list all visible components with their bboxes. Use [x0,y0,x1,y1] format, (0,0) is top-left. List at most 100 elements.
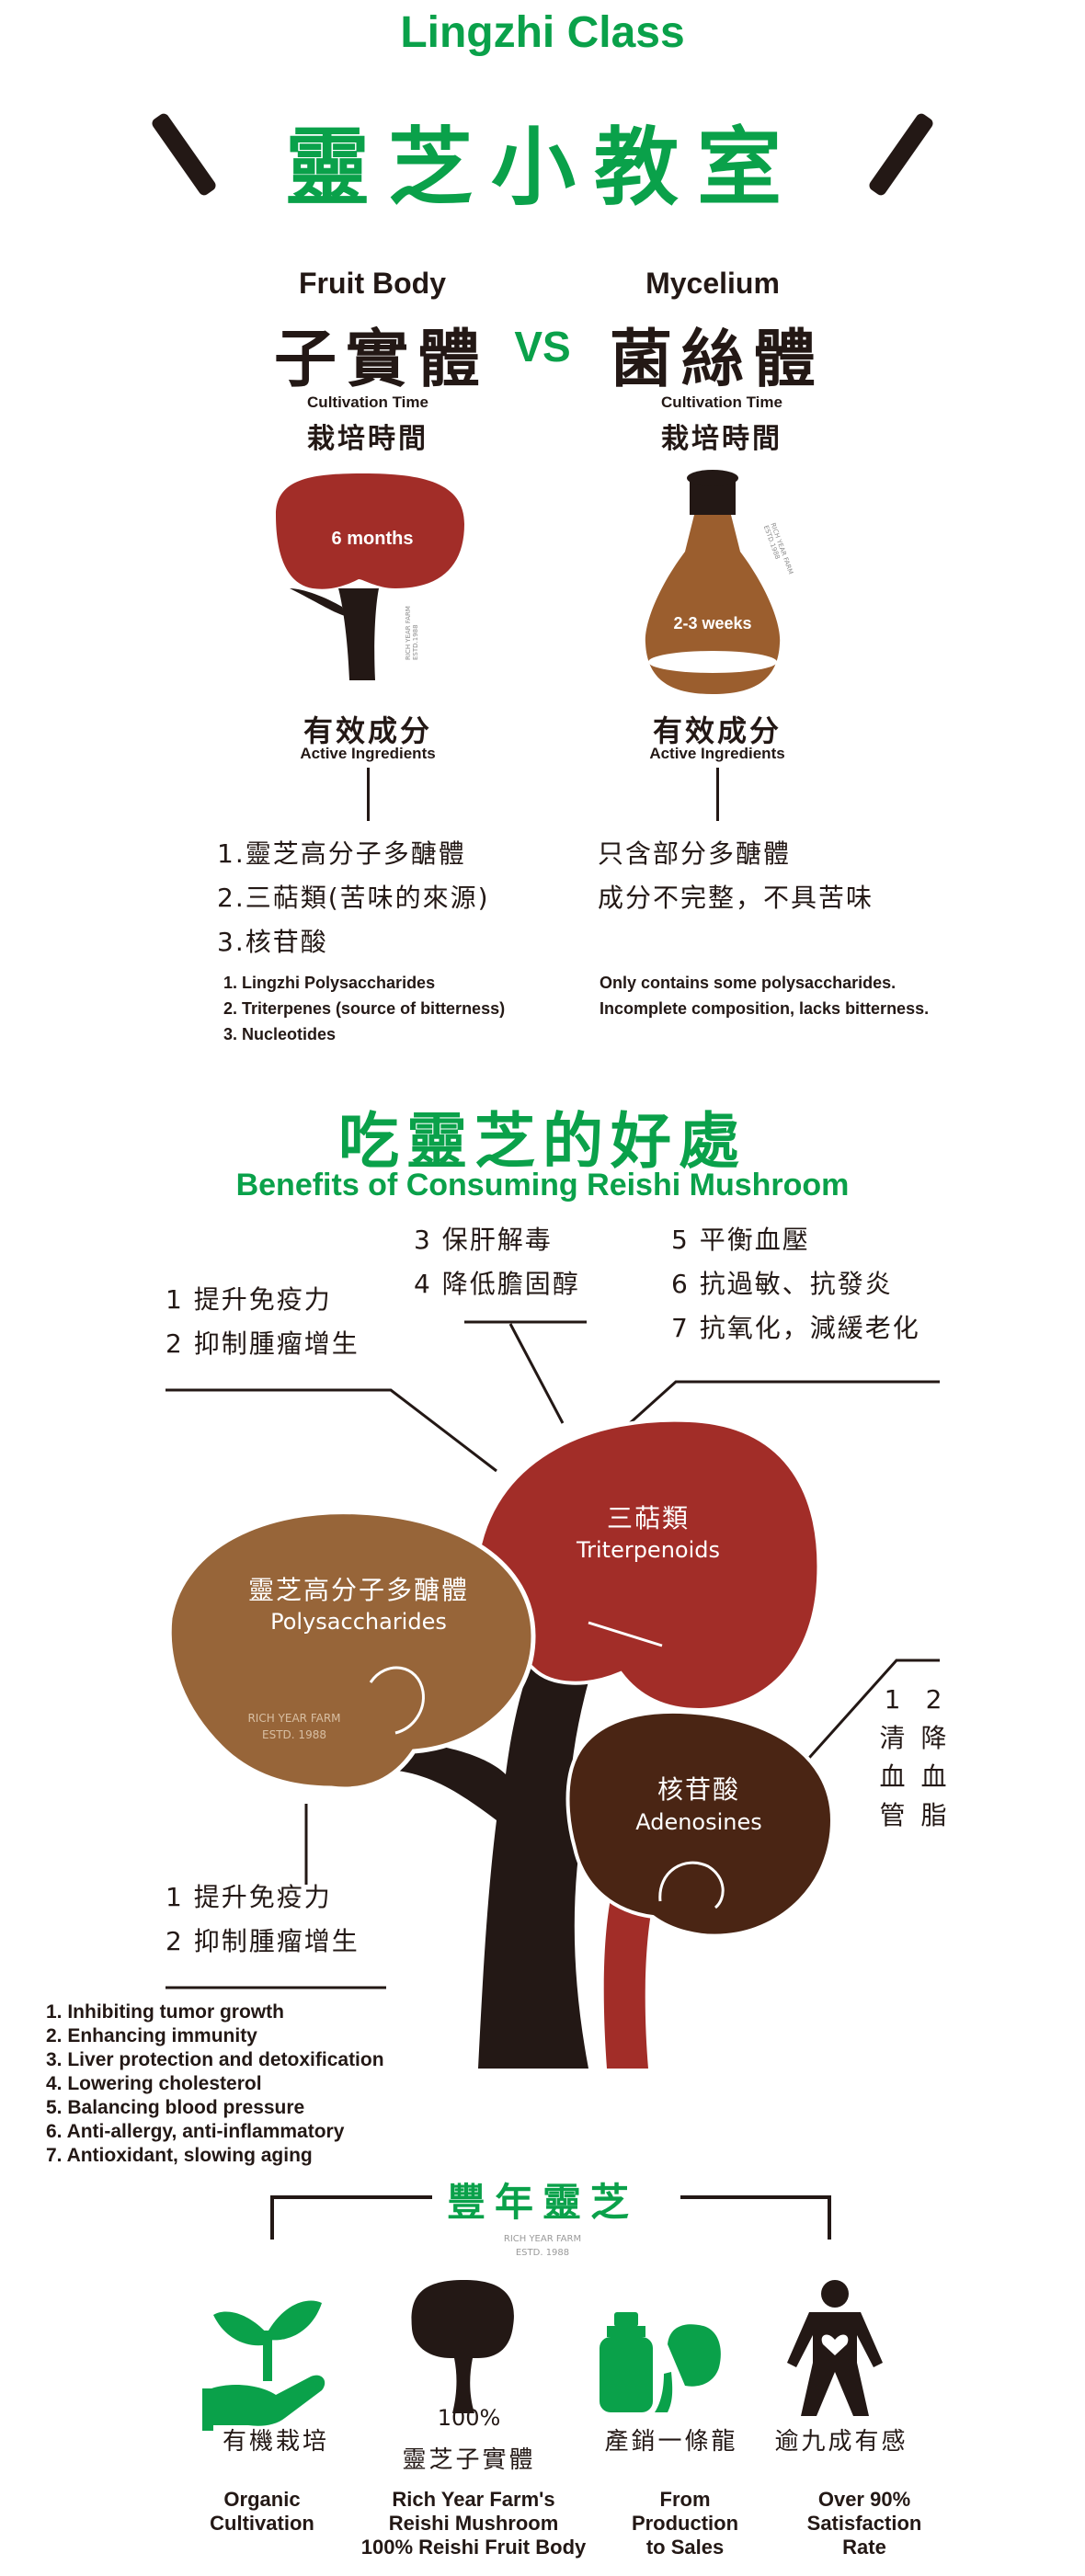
feature-text-line: 100% Reishi Fruit Body [360,2536,587,2559]
feature-text-line: to Sales [645,2536,725,2559]
feature-satisfaction-en: Over 90% Satisfaction Rate [772,2488,956,2559]
benefit-connector-lines [166,1320,940,1989]
mycelium-active-en: Active Ingredients [649,745,785,762]
mycelium-cultivation-time-en: Cultivation Time [661,393,782,411]
feature-text-line: Cultivation [210,2512,314,2535]
feature-fruit-percent: 100% [437,2405,501,2431]
list-item: 6 抗過敏、抗發炎 [671,1269,893,1299]
feature-organic-en: Organic Cultivation [170,2488,354,2536]
fruit-connector-line [367,768,370,821]
feature-production-en: From Production to Sales [598,2488,772,2559]
brand-bracket-right-h [680,2195,831,2199]
list-item: 3. Nucleotides [223,1025,337,1043]
fruit-active-en: Active Ingredients [300,745,436,762]
mycelium-active-cn: 有效成分 [652,713,782,748]
list-item: 7 抗氧化，減緩老化 [671,1313,920,1343]
brand-bracket-right-v [828,2195,831,2240]
feature-fruit-cn: 靈芝子實體 [402,2446,536,2474]
benefit-group-bottom-left: 1 提升免疫力 2 抑制腫瘤增生 [166,1875,460,1964]
list-item: 成分不完整，不具苦味 [598,883,874,913]
benefits-english-list: 1. Inhibiting tumor growth 2. Enhancing … [46,2000,524,2168]
feature-text-line: Production [631,2512,739,2535]
list-item: 7. Antioxidant, slowing aging [46,2145,313,2166]
list-item: 3.核苷酸 [217,927,328,957]
feature-text-line: Over 90% [817,2488,911,2511]
list-item: 1 [884,1684,901,1715]
benefit-group-top-left: 1 提升免疫力 2 抑制腫瘤增生 [166,1278,460,1366]
feature-text-line: Rate [842,2536,886,2559]
adenosines-cap [565,1709,835,1938]
benefit-group-top-middle: 3 保肝解毒 4 降低膽固醇 [414,1218,653,1306]
list-item: 脂 [920,1800,947,1830]
list-item: 2 抑制腫瘤增生 [166,1926,360,1956]
adenosines-label-en: Adenosines [635,1809,762,1835]
list-item: 1 提升免疫力 [166,1284,332,1315]
organic-sprout-icon [202,2300,326,2431]
adenosines-label-cn: 核苷酸 [657,1774,740,1805]
list-item: Only contains some polysaccharides. [600,974,897,992]
mycelium-ingredients-en: Only contains some polysaccharides. Inco… [600,970,1078,1021]
benefits-watermark-line2: ESTD. 1988 [262,1728,326,1741]
polysaccharides-cap [166,1510,536,1792]
mycelium-flask-icon [645,470,781,694]
bottle-mushroom-icon [600,2312,721,2412]
feature-text-line: Rich Year Farm's [392,2488,555,2511]
feature-text-line: Reishi Mushroom [388,2512,559,2535]
list-item: 1. Inhibiting tumor growth [46,2001,284,2023]
feature-text-line: Satisfaction [806,2512,922,2535]
list-item: 1.靈芝高分子多醣體 [217,838,466,869]
benefits-title-cn: 吃靈芝的好處 [338,1106,747,1177]
list-item: 管 [879,1800,906,1830]
fruit-time-value: 6 months [331,529,414,549]
feature-text-line: From [659,2488,711,2511]
brand-title: 豐年靈芝 [446,2180,638,2225]
list-item: Incomplete composition, lacks bitterness… [600,999,930,1018]
feature-text-line: Organic [223,2488,301,2511]
fruit-cultivation-time-cn: 栽培時間 [307,423,428,455]
triterpenoids-cap [474,1418,821,1713]
polysaccharides-label-en: Polysaccharides [270,1609,447,1635]
list-item: 1 提升免疫力 [166,1882,332,1912]
mycelium-title-en: Mycelium [645,267,780,300]
mycelium-connector-line [716,768,719,821]
mushroom-icon [411,2280,514,2413]
triterpenoids-label-en: Triterpenoids [576,1537,720,1563]
benefit-group-right-vertical: 1 2 清 降 血 血 管 脂 [872,1682,954,1833]
polysaccharides-label-cn: 靈芝高分子多醣體 [247,1575,469,1605]
fruit-body-title-en: Fruit Body [299,267,446,300]
person-heart-icon [787,2280,883,2416]
benefits-watermark-line1: RICH YEAR FARM [247,1712,341,1725]
feature-production-cn: 產銷一條龍 [604,2428,738,2456]
fruit-active-cn: 有效成分 [303,713,432,748]
vs-label: VS [514,323,571,370]
mycelium-title-cn: 菌絲體 [609,324,825,396]
list-item: 只含部分多醣體 [598,838,792,869]
list-item: 3. Liver protection and detoxification [46,2049,384,2070]
list-item: 2. Triterpenes (source of bitterness) [223,999,506,1018]
tree-trunk [391,1609,667,2069]
list-item: 5. Balancing blood pressure [46,2097,305,2118]
fruit-ingredients-en: 1. Lingzhi Polysaccharides 2. Triterpene… [223,970,610,1047]
list-item: 3 保肝解毒 [414,1225,553,1255]
list-item: 2.三萜類(苦味的來源) [217,883,490,913]
list-item: 清 [879,1723,906,1753]
brand-watermark-line1: RICH YEAR FARM [503,2234,582,2244]
triterpenoids-label-cn: 三萜類 [606,1503,690,1533]
title-chinese: 靈芝小教室 [284,119,800,217]
list-item: 2 抑制腫瘤增生 [166,1328,360,1359]
mycelium-time-value: 2-3 weeks [673,614,752,633]
list-item: 4 降低膽固醇 [414,1269,580,1299]
brand-bracket-left-h [270,2195,432,2199]
list-item: 2 [925,1684,942,1715]
list-item: 血 [879,1761,906,1792]
feature-satisfaction-cn: 逾九成有感 [774,2428,908,2456]
list-item: 5 平衡血壓 [671,1225,810,1255]
fruit-body-mushroom-icon [276,473,464,680]
fruit-body-title-cn: 子實體 [273,324,489,396]
list-item: 1. Lingzhi Polysaccharides [223,974,436,992]
feature-organic-cn: 有機栽培 [222,2428,329,2456]
benefits-title-en: Benefits of Consuming Reishi Mushroom [235,1168,850,1203]
